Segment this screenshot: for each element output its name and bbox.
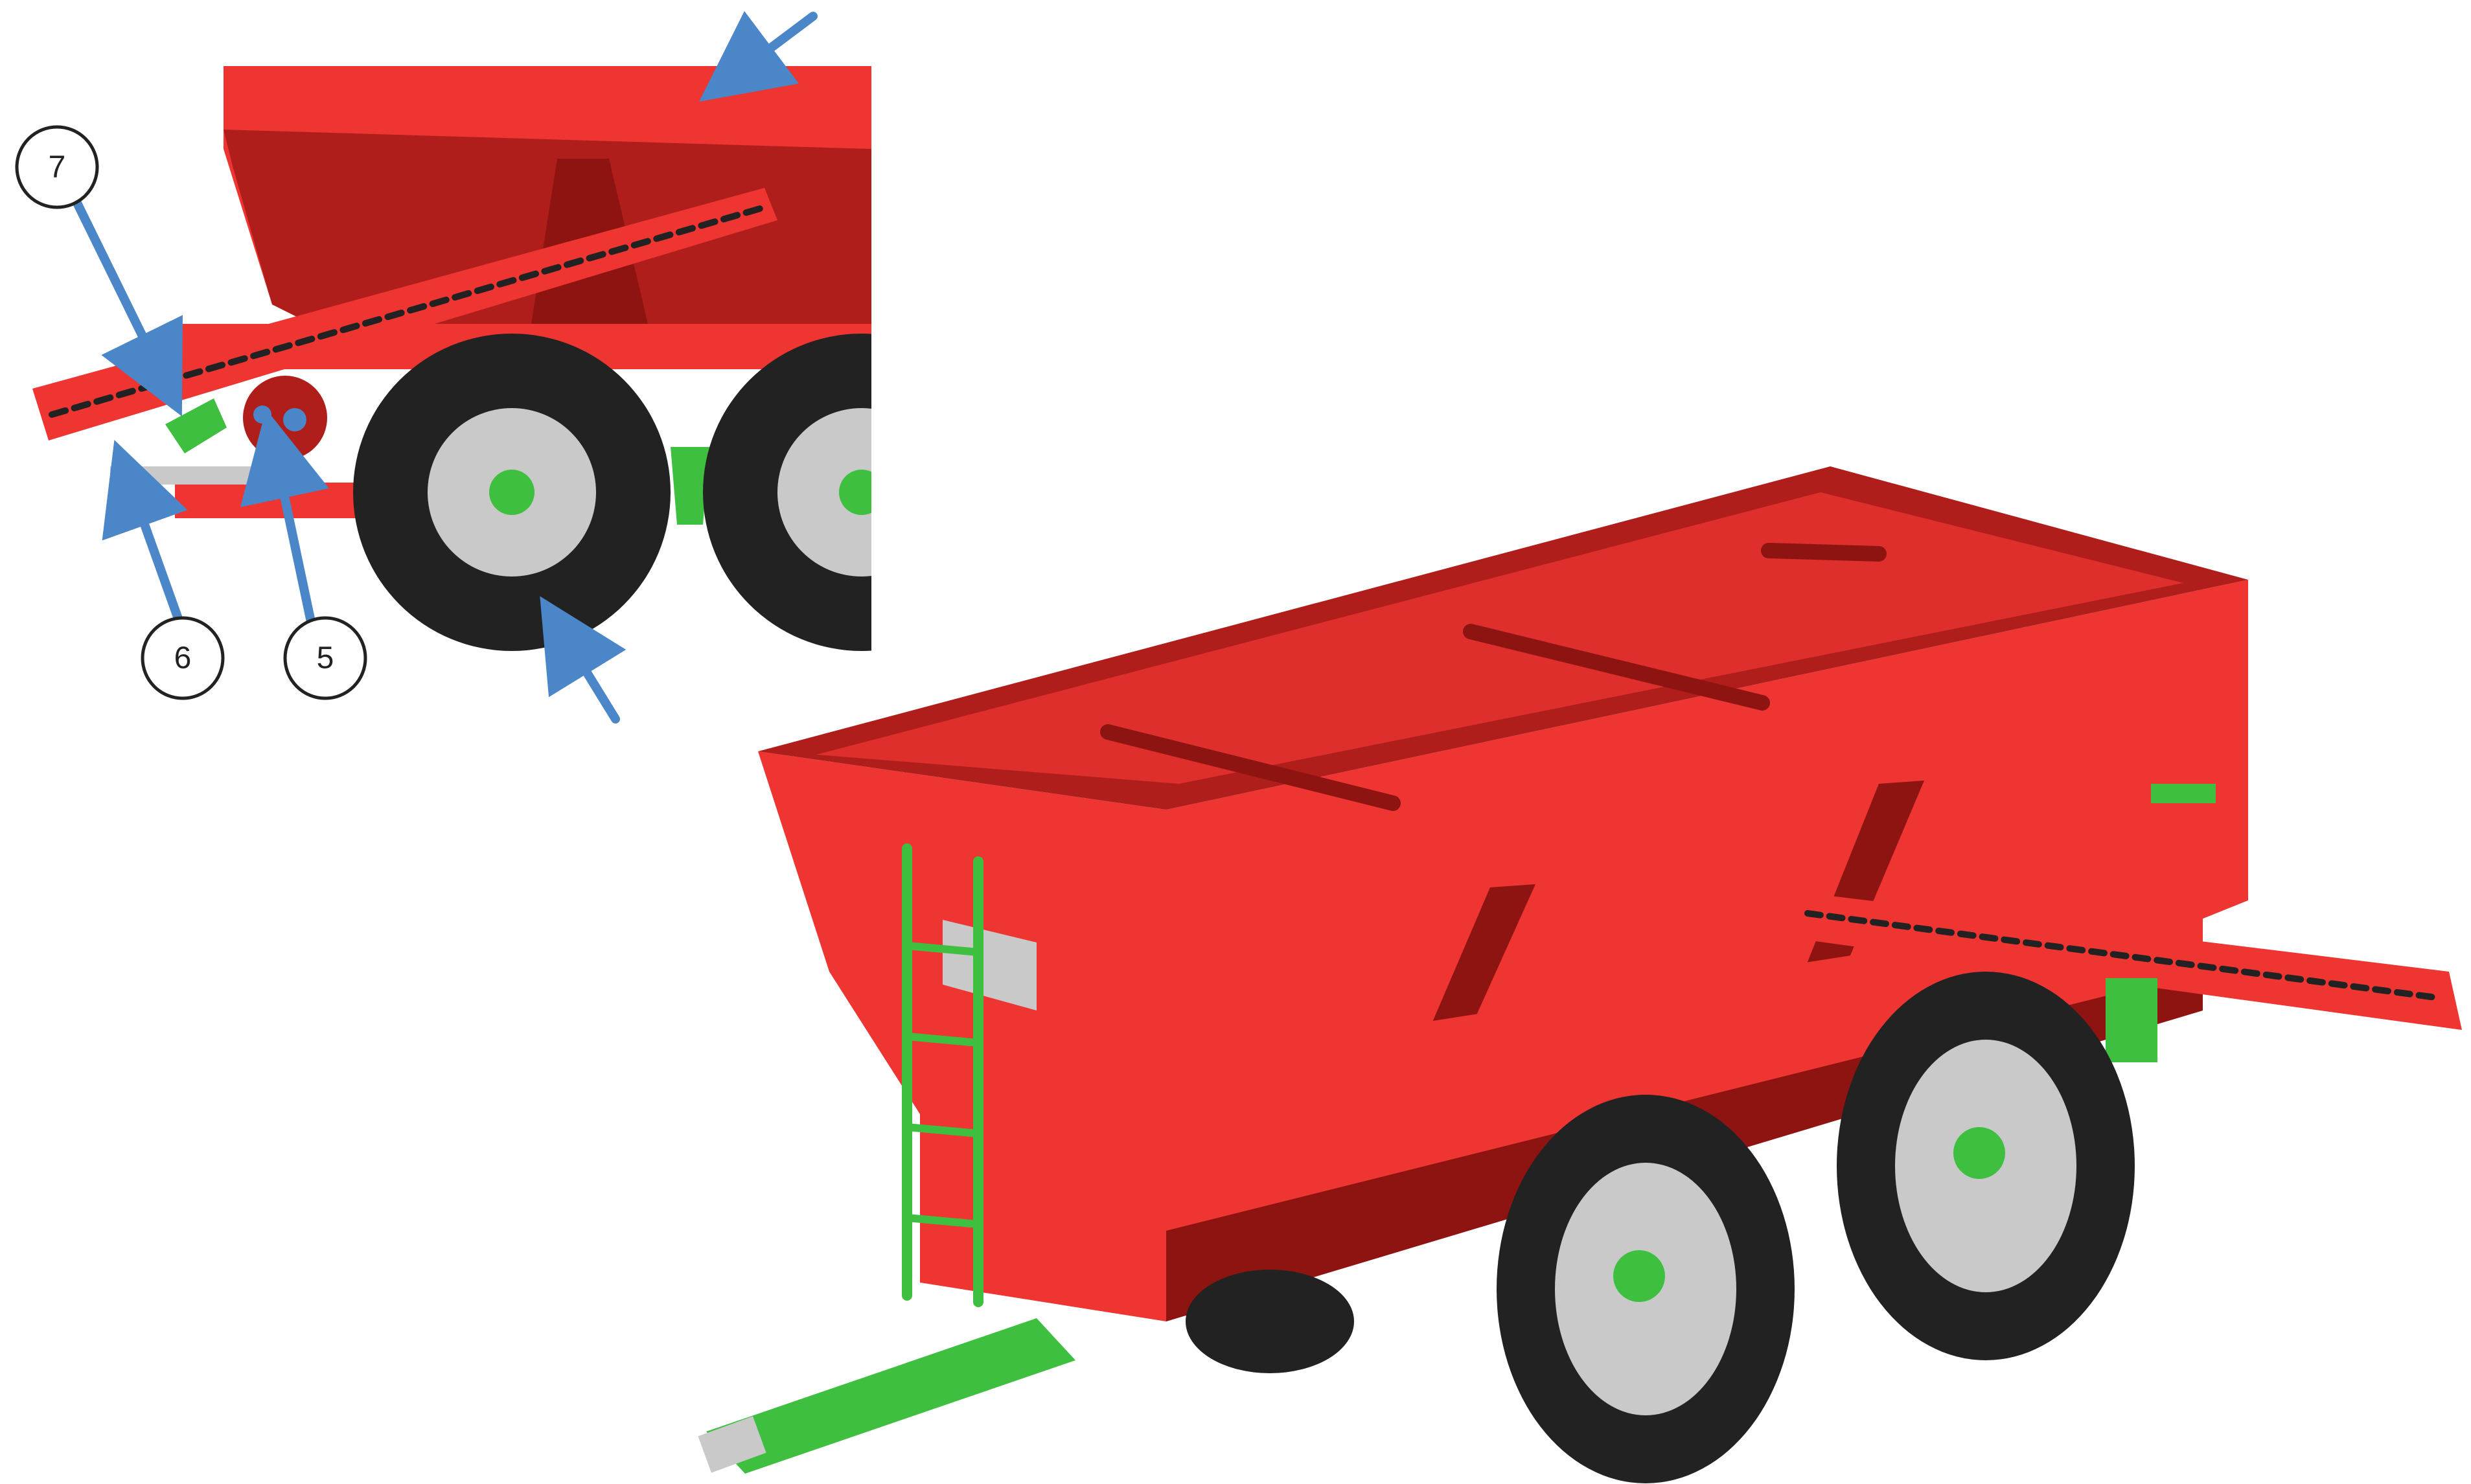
hopper-rib-rear [1788, 781, 1924, 1010]
spreader-3d-view [698, 466, 2462, 1483]
arrow-7 [67, 187, 183, 417]
arrow-6 [102, 440, 188, 623]
hopper-crossbar-1 [1100, 724, 1401, 811]
hopper-window [943, 920, 1037, 1010]
wheel-hidden-left [1186, 1270, 1354, 1373]
drawbar-hitch [698, 1416, 766, 1473]
inset-wheel-rear [703, 334, 871, 651]
callout-5: 5 [283, 616, 367, 700]
inset-hydraulic-knob [283, 408, 306, 431]
conveyor-boom [1788, 891, 2462, 1030]
inset-wheel-front [353, 334, 671, 651]
callout-7: 7 [15, 125, 99, 209]
hopper-crossbar-3 [1761, 543, 1887, 562]
hopper-side-face [1166, 580, 2248, 1153]
conveyor-green-bracket [2151, 784, 2216, 803]
callout-6-label: 6 [174, 641, 192, 676]
inset-green-support [671, 447, 709, 525]
drawbar [706, 1318, 1075, 1474]
inset-hydraulic-knob-2 [253, 405, 271, 424]
wheel-rear [1837, 972, 2135, 1360]
callout-7-label: 7 [49, 150, 66, 185]
conveyor-belt [1804, 910, 2439, 1001]
arrow-top [699, 10, 818, 102]
callout-6: 6 [141, 616, 225, 700]
conveyor-green-support [2106, 978, 2157, 1062]
callout-5-label: 5 [317, 641, 334, 676]
wheel-front [1497, 1095, 1795, 1483]
inset-green-bracket [165, 398, 227, 453]
inset-detail-view [32, 66, 871, 651]
ladder [902, 843, 983, 1307]
arrow-5 [240, 409, 329, 626]
inset-conveyor [32, 188, 777, 440]
hopper-crossbar-2 [1463, 624, 1770, 711]
arrow-bottom [540, 596, 626, 724]
